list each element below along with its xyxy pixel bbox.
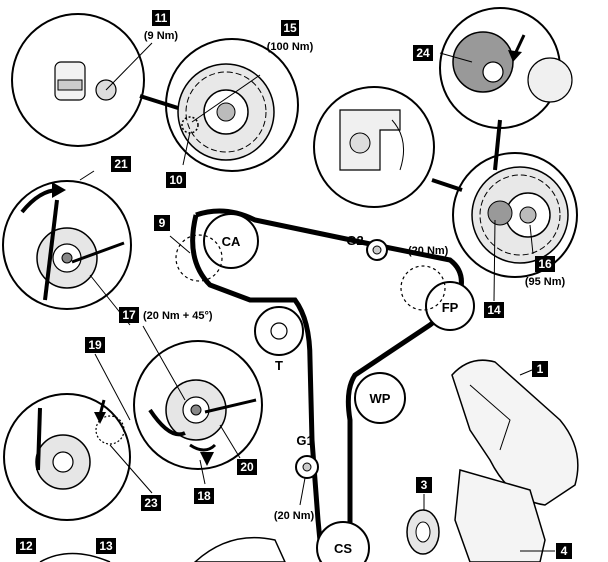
svg-text:12: 12 xyxy=(19,539,33,553)
sprocket-cover-inset xyxy=(313,86,463,208)
timing-belt xyxy=(190,208,464,562)
callout-18: 18 xyxy=(194,488,214,504)
svg-text:23: 23 xyxy=(144,496,158,510)
svg-text:21: 21 xyxy=(114,157,128,171)
callout-12: 12 xyxy=(16,538,36,554)
fuel-pump-pulley: FP xyxy=(400,265,475,331)
torque-11: (9 Nm) xyxy=(144,30,179,42)
timing-mark-24-inset xyxy=(439,7,573,171)
callout-23: 23 xyxy=(141,495,161,511)
svg-text:15: 15 xyxy=(283,21,297,35)
callout-3: 3 xyxy=(416,477,432,493)
svg-text:10: 10 xyxy=(169,173,183,187)
svg-text:3: 3 xyxy=(421,478,428,492)
callout-15: 15 (100 Nm) xyxy=(267,20,314,53)
torque-16: (95 Nm) xyxy=(525,276,566,288)
svg-text:4: 4 xyxy=(561,544,568,558)
callout-14: 14 xyxy=(484,302,504,318)
injection-pump-sprocket-inset xyxy=(452,152,578,278)
torque-g1: (20 Nm) xyxy=(274,510,315,522)
callout-1: 1 xyxy=(532,361,548,377)
torque-17: (20 Nm + 45°) xyxy=(143,310,213,322)
svg-text:17: 17 xyxy=(122,308,136,322)
svg-text:24: 24 xyxy=(416,46,430,60)
torque-g2: (20 Nm) xyxy=(408,245,449,257)
torque-15: (100 Nm) xyxy=(267,41,314,53)
pulley-label-t: T xyxy=(275,358,283,373)
tensioner-17-20-inset xyxy=(133,340,263,470)
svg-text:20: 20 xyxy=(240,460,254,474)
callout-17: 17 (20 Nm + 45°) xyxy=(119,307,213,323)
crankshaft-pulley: CS xyxy=(316,521,370,562)
idler-g2: G2 (20 Nm) xyxy=(346,233,449,261)
camshaft-pulley: CA xyxy=(203,213,259,269)
pulley-label-cs: CS xyxy=(334,541,352,556)
svg-text:11: 11 xyxy=(155,11,168,25)
callout-9: 9 xyxy=(154,215,170,231)
water-pump-pulley: WP xyxy=(354,372,406,424)
pulley-9-marker xyxy=(175,234,223,282)
svg-text:19: 19 xyxy=(88,338,102,352)
leader-lines xyxy=(79,52,534,494)
hub-part-3 xyxy=(406,494,440,555)
svg-text:18: 18 xyxy=(197,489,211,503)
pulley-label-g2: G2 xyxy=(346,233,363,248)
lower-left-inset xyxy=(39,536,286,562)
callout-11: 11 (9 Nm) xyxy=(144,10,179,42)
callout-24: 24 xyxy=(413,45,433,61)
callout-21: 21 xyxy=(111,156,131,172)
callout-4: 4 xyxy=(556,543,572,559)
svg-text:14: 14 xyxy=(487,303,501,317)
idler-g1: G1 (20 Nm) xyxy=(274,433,319,522)
svg-text:13: 13 xyxy=(99,539,113,553)
callout-20: 20 xyxy=(237,459,257,475)
svg-text:16: 16 xyxy=(538,257,552,271)
callout-13: 13 xyxy=(96,538,116,554)
callout-19: 19 xyxy=(85,337,105,353)
pulley-label-ca: CA xyxy=(222,234,241,249)
pulley-label-wp: WP xyxy=(370,391,391,406)
bolt-11-inset xyxy=(11,13,179,147)
svg-text:1: 1 xyxy=(537,362,544,376)
tensioner-pulley: T xyxy=(254,306,304,373)
camshaft-sprocket-inset xyxy=(165,38,299,172)
timing-cover-part-4 xyxy=(454,469,555,562)
callout-10: 10 xyxy=(166,172,186,188)
tensioner-21-inset xyxy=(2,180,132,310)
svg-text:9: 9 xyxy=(159,216,166,230)
pulley-label-fp: FP xyxy=(442,300,459,315)
callout-16: 16 (95 Nm) xyxy=(525,256,566,288)
pulley-label-g1: G1 xyxy=(296,433,313,448)
tensioner-23-inset xyxy=(3,393,131,521)
